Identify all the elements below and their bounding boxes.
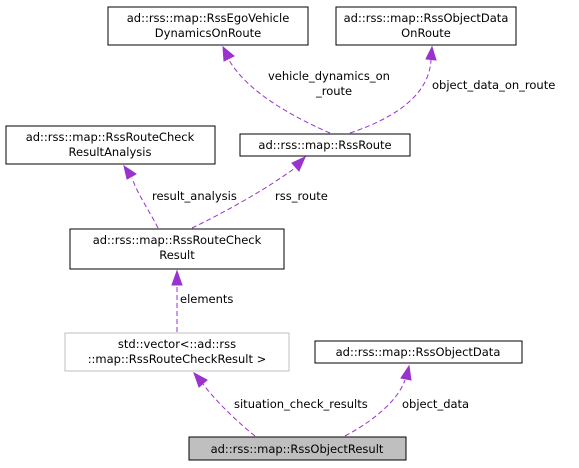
node-rss-route-check-result[interactable]: ad::rss::map::RssRouteCheck Result (69, 228, 285, 270)
node-rss-object-result[interactable]: ad::rss::map::RssObjectResult (188, 436, 407, 461)
edge-rss-route (191, 167, 296, 229)
edge-vehicle-dynamics-on-route (227, 57, 331, 134)
node-label: std::vector<::ad::rss (118, 337, 236, 351)
edge-object-data (344, 379, 406, 437)
node-label: ad::rss::map::RssRouteCheck (26, 130, 195, 144)
edge-object-data-on-route-arrowhead (425, 45, 437, 61)
node-rss-route-check-result-analysis[interactable]: ad::rss::map::RssRouteCheck ResultAnalys… (5, 125, 216, 165)
node-label: ad::rss::map::RssEgoVehicle (127, 11, 290, 25)
node-rss-route[interactable]: ad::rss::map::RssRoute (239, 133, 411, 157)
node-rss-object-data[interactable]: ad::rss::map::RssObjectData (314, 340, 523, 364)
node-label: ad::rss::map::RssObjectData (344, 11, 509, 25)
node-label: ResultAnalysis (69, 145, 152, 159)
edge-vehicle-dynamics-arrowhead (222, 45, 235, 62)
edge-rss-route-arrowhead (291, 156, 306, 172)
node-std-vector-route-check-result[interactable]: std::vector<::ad::rss ::map::RssRouteChe… (64, 332, 290, 372)
node-rss-ego-vehicle-dynamics-on-route[interactable]: ad::rss::map::RssEgoVehicle DynamicsOnRo… (107, 6, 309, 46)
edge-object-data-on-route (349, 57, 432, 134)
node-label: ::map::RssRouteCheckResult > (88, 352, 267, 366)
node-rss-object-data-on-route[interactable]: ad::rss::map::RssObjectData OnRoute (335, 6, 517, 46)
edge-label-vehicle-dynamics-2: _route (315, 84, 352, 98)
edge-label-elements: elements (180, 292, 233, 306)
edge-label-result-analysis: result_analysis (152, 189, 237, 203)
node-label: ad::rss::map::RssObjectResult (211, 442, 384, 456)
edge-label-object-data: object_data (402, 397, 469, 411)
node-label: OnRoute (401, 26, 451, 40)
edge-elements-arrowhead (171, 269, 183, 286)
node-label: ad::rss::map::RssRouteCheck (93, 233, 262, 247)
edge-result-analysis-arrowhead (123, 164, 137, 180)
edge-object-data-arrowhead (400, 364, 412, 381)
node-label: Result (159, 248, 195, 262)
edge-label-situation-check-results: situation_check_results (234, 397, 368, 411)
node-label: ad::rss::map::RssObjectData (336, 345, 501, 359)
node-label: ad::rss::map::RssRoute (258, 138, 391, 152)
edge-label-object-data-on-route: object_data_on_route (432, 78, 555, 92)
node-label: DynamicsOnRoute (155, 26, 261, 40)
edge-situation-check-results (202, 383, 256, 437)
edge-situation-check-results-arrowhead (193, 371, 208, 388)
edge-label-vehicle-dynamics-1: vehicle_dynamics_on (268, 69, 390, 83)
edge-result-analysis (131, 177, 159, 229)
edge-label-rss-route: rss_route (275, 189, 328, 203)
